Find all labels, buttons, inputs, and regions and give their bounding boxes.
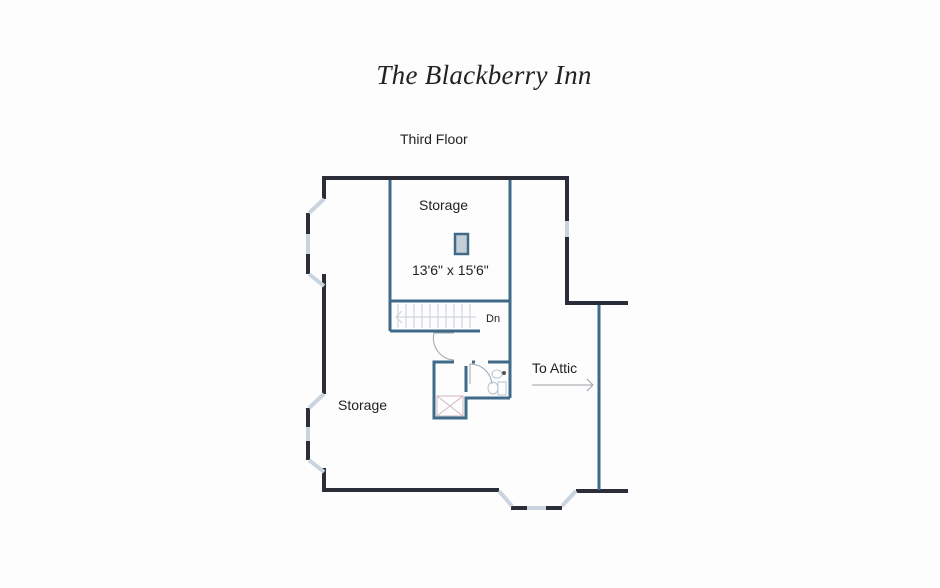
plan-title: The Blackberry Inn (376, 60, 592, 90)
hatch-icon (453, 232, 470, 256)
faucet-icon (502, 371, 506, 375)
floor-label: Third Floor (400, 131, 468, 147)
shower-icon (436, 395, 464, 417)
exterior-walls (306, 176, 628, 510)
toilet-icon (487, 369, 507, 396)
door-swings (432, 332, 493, 385)
stairs-icon (395, 304, 476, 328)
interior-walls (388, 180, 601, 490)
arrow-right-icon (532, 378, 594, 392)
attic-label: To Attic (532, 360, 578, 376)
stairs-down-label: Dn (486, 313, 501, 325)
room-label-storage-lower: Storage (338, 397, 388, 413)
windows (306, 197, 578, 510)
room-dimensions: 13'6" x 15'6" (412, 262, 489, 278)
room-label-storage-upper: Storage (419, 197, 469, 213)
